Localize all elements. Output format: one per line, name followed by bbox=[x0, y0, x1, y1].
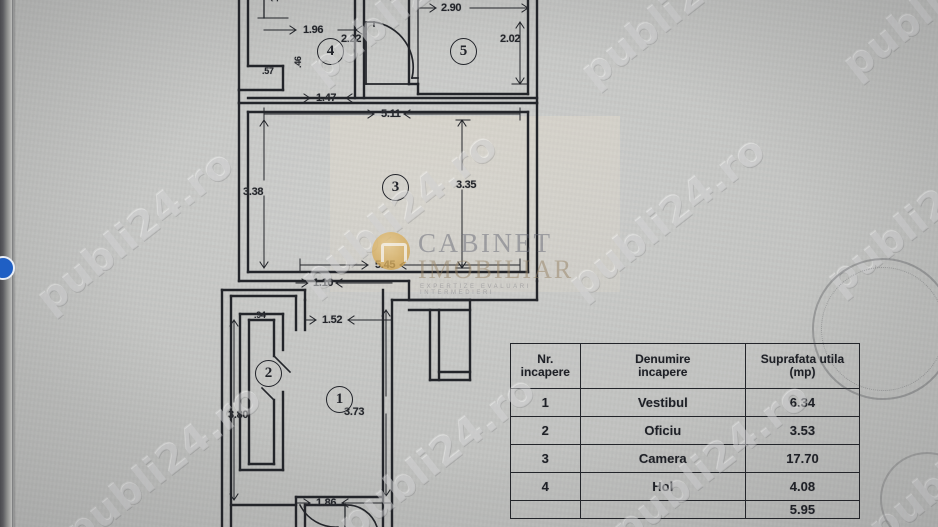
dimension-label: 3.80 bbox=[228, 409, 249, 421]
table-row: 5.95 bbox=[510, 500, 861, 519]
header-suprafata-line2: (mp) bbox=[789, 365, 815, 379]
dimension-label: 1.52 bbox=[322, 314, 343, 326]
room-number-3: 3 bbox=[382, 174, 409, 201]
dimension-label: 1.10 bbox=[313, 277, 334, 289]
cell-suprafata: 6.34 bbox=[744, 388, 861, 417]
dimension-label: .57 bbox=[262, 66, 274, 76]
header-nr-line1: Nr. bbox=[537, 352, 553, 366]
dimension-label: 3.38 bbox=[243, 186, 264, 198]
cell-suprafata: 5.95 bbox=[744, 500, 861, 519]
prev-image-nav-button[interactable] bbox=[0, 256, 15, 280]
walls-outer bbox=[220, 0, 539, 527]
header-nr-line2: incapere bbox=[521, 365, 570, 379]
room-number-4: 4 bbox=[317, 38, 344, 65]
header-denumire-incapere: Denumire incapere bbox=[579, 343, 746, 389]
dimension-label: 3.73 bbox=[344, 406, 365, 418]
dimension-label: 2.90 bbox=[441, 2, 462, 14]
dimension-label: 1.86 bbox=[316, 497, 337, 509]
dimension-label: .94 bbox=[254, 310, 266, 320]
door-swings bbox=[260, 21, 419, 527]
cell-denumire: Oficiu bbox=[579, 416, 746, 445]
table-row: 2Oficiu3.53 bbox=[510, 416, 861, 445]
cell-nr: 1 bbox=[510, 388, 581, 417]
room-number-2: 2 bbox=[255, 360, 282, 387]
dimension-label: 1.96 bbox=[303, 24, 324, 36]
dimension-label: 5.11 bbox=[381, 108, 401, 120]
cell-denumire: Camera bbox=[579, 444, 746, 473]
table-body: 1Vestibul6.342Oficiu3.533Camera17.704Hol… bbox=[510, 388, 861, 519]
dimension-arrows bbox=[229, 3, 529, 508]
room-number-1: 1 bbox=[326, 386, 353, 413]
dimension-label: 2.22 bbox=[341, 33, 362, 45]
room-schedule-table: Nr. incapere Denumire incapere Suprafata… bbox=[510, 343, 861, 519]
dimension-lines bbox=[233, 0, 529, 510]
header-denumire-line1: Denumire bbox=[635, 352, 690, 366]
dimension-label: 3.35 bbox=[456, 179, 477, 191]
cell-suprafata: 4.08 bbox=[744, 472, 861, 501]
table-row: 3Camera17.70 bbox=[510, 444, 861, 473]
cell-nr: 2 bbox=[510, 416, 581, 445]
room-number-5: 5 bbox=[450, 38, 477, 65]
cell-denumire bbox=[579, 500, 746, 519]
dimension-label: 2.02 bbox=[500, 33, 521, 45]
dimension-label: 1.47 bbox=[316, 92, 337, 104]
header-denumire-line2: incapere bbox=[638, 365, 687, 379]
cell-suprafata: 17.70 bbox=[744, 444, 861, 473]
